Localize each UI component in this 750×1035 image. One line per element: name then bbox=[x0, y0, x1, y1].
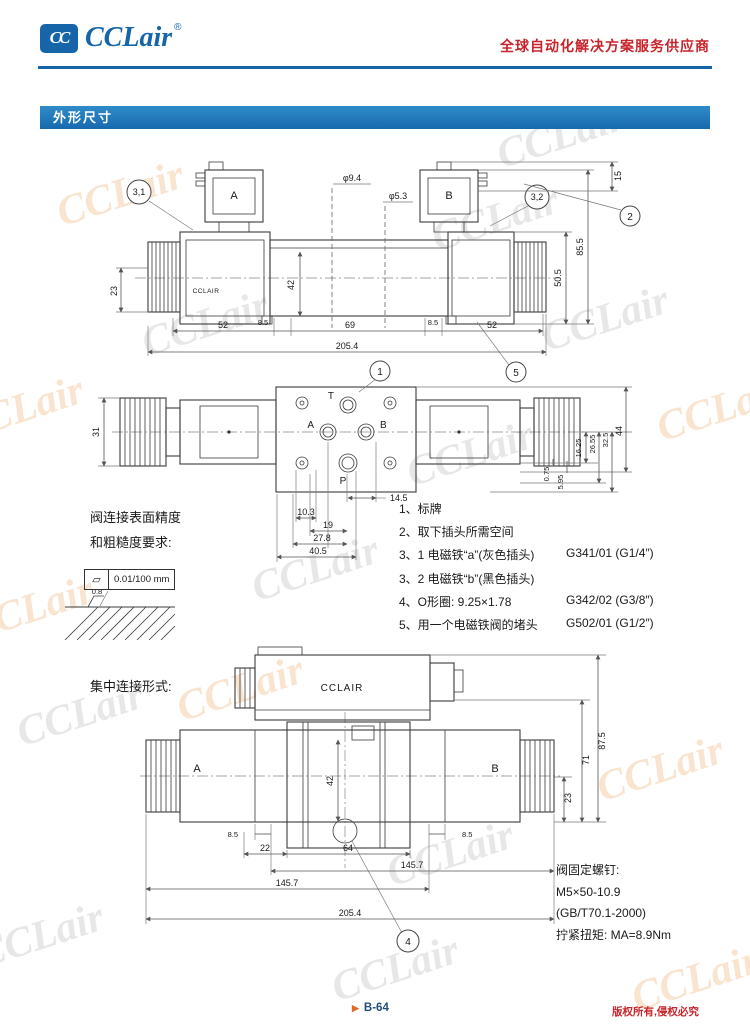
port-label-t: T bbox=[328, 391, 334, 402]
list-item: 4、O形圈: 9.25×1.78 G342/02 (G3/8″) bbox=[399, 593, 654, 616]
dim-label: 19 bbox=[323, 520, 333, 530]
balloon-label: 1 bbox=[377, 367, 383, 378]
dim-label: 50.5 bbox=[553, 269, 563, 287]
dim-label: 10.3 bbox=[297, 507, 315, 517]
note-text: 3、1 电磁铁“a”(灰色插头) bbox=[399, 548, 535, 563]
notes-list: 1、标牌 2、取下插头所需空间 3、1 电磁铁“a”(灰色插头) G341/01… bbox=[399, 500, 654, 639]
flatness-callout: ▱ 0.01/100 mm bbox=[84, 569, 176, 590]
dim-label: 8.5 bbox=[258, 318, 268, 327]
dim-label: 22 bbox=[260, 843, 270, 853]
dim-label: 14.5 bbox=[390, 493, 408, 503]
registered-mark: ® bbox=[174, 22, 182, 33]
port-label-a: A bbox=[307, 420, 314, 431]
dim-label: 31 bbox=[91, 427, 101, 437]
company-tagline: 全球自动化解决方案服务供应商 bbox=[500, 38, 710, 54]
surface-note-line1: 阀连接表面精度 bbox=[90, 510, 182, 525]
connector-a-label: A bbox=[230, 190, 238, 202]
surface-note-line2: 和粗糙度要求: bbox=[90, 535, 172, 550]
dim-label: 64 bbox=[343, 843, 353, 853]
balloon-label: 4 bbox=[405, 937, 411, 948]
dim-label: 23 bbox=[563, 793, 573, 803]
fixing-note-line3: (GB/T70.1-2000) bbox=[556, 906, 647, 920]
dim-label: 42 bbox=[286, 280, 296, 290]
dim-label: 52 bbox=[487, 320, 497, 330]
brand-logo-text: CCLair bbox=[85, 22, 173, 53]
dim-label: 26.55 bbox=[588, 435, 597, 454]
dim-label: 71 bbox=[581, 755, 591, 765]
side-view-drawing: A B CCLAIR φ9.4 φ5.3 3,1 3,2 2 5 85.5 50… bbox=[109, 161, 641, 383]
flatness-symbol-icon: ▱ bbox=[85, 570, 109, 589]
note-text: 3、2 电磁铁“b”(黑色插头) bbox=[399, 571, 535, 586]
top-view-drawing: T A B P 1 31 16.25 26.55 32.5 44 0.75 5.… bbox=[91, 360, 632, 562]
dim-label: 85.5 bbox=[575, 238, 585, 256]
dim-label: 87.5 bbox=[597, 732, 607, 750]
dim-label: 0.75 bbox=[542, 467, 551, 482]
section-title-bar: 外形尺寸 bbox=[40, 106, 710, 129]
dim-label: 69 bbox=[345, 320, 355, 330]
page-marker-icon: ▶ bbox=[352, 1002, 359, 1013]
dim-label: 40.5 bbox=[309, 546, 327, 556]
dim-label: 145.7 bbox=[276, 878, 299, 888]
page-number: ▶ B-64 bbox=[352, 1002, 389, 1014]
dim-label: φ9.4 bbox=[343, 173, 361, 183]
surface-precision-note: 阀连接表面精度 和粗糙度要求: bbox=[90, 505, 181, 555]
fixing-screw-note: 阀固定螺钉: M5×50-10.9 (GB/T70.1-2000) 拧紧扭矩: … bbox=[556, 860, 671, 946]
balloon-label: 2 bbox=[627, 212, 633, 223]
dim-label: 16.25 bbox=[574, 439, 583, 458]
brand-logo-icon: CC bbox=[40, 23, 78, 53]
dim-label: 32.5 bbox=[601, 433, 610, 448]
dim-label: 42 bbox=[325, 776, 335, 786]
page-number-text: B-64 bbox=[363, 1002, 389, 1014]
balloon-label: 3,1 bbox=[133, 187, 146, 197]
list-item: 1、标牌 bbox=[399, 500, 654, 523]
brand-text: CCLAIR bbox=[193, 288, 220, 295]
balloon-label: 3,2 bbox=[531, 192, 544, 202]
dim-label: φ5.3 bbox=[389, 191, 407, 201]
dim-label: 205.4 bbox=[336, 341, 359, 351]
dim-label: 27.8 bbox=[313, 533, 331, 543]
dim-label: 44 bbox=[614, 426, 624, 436]
header-rule bbox=[38, 66, 712, 69]
balloon-label: 5 bbox=[513, 368, 519, 379]
note-part-code: G341/01 (G1/4″) bbox=[566, 546, 654, 561]
note-part-code: G342/02 (G3/8″) bbox=[566, 592, 654, 607]
list-item: 2、取下插头所需空间 bbox=[399, 523, 654, 546]
coil-a-label: A bbox=[193, 763, 201, 775]
fixing-note-line1: 阀固定螺钉: bbox=[556, 863, 620, 877]
copyright-notice: 版权所有,侵权必究 bbox=[612, 1006, 699, 1018]
note-part-code: G502/01 (G1/2″) bbox=[566, 615, 654, 630]
note-text: 2、取下插头所需空间 bbox=[399, 525, 514, 540]
list-item: 5、用一个电磁铁阀的堵头 G502/01 (G1/2″) bbox=[399, 616, 654, 639]
centralized-connection-drawing: CCLAIR A B 42 4 87.5 71 23 8.5 8.5 bbox=[140, 646, 607, 953]
dim-label: 15 bbox=[613, 171, 623, 181]
brand-logo: CC CCLair ® bbox=[40, 22, 182, 54]
dim-label: 8.5 bbox=[428, 318, 438, 327]
dim-label: 205.4 bbox=[339, 908, 362, 918]
dim-label: 8.5 bbox=[462, 830, 472, 839]
port-label-p: P bbox=[340, 476, 347, 487]
list-item: 3、1 电磁铁“a”(灰色插头) G341/01 (G1/4″) bbox=[399, 546, 654, 569]
port-label-b: B bbox=[380, 420, 387, 431]
brand-text: CCLAIR bbox=[321, 683, 364, 694]
note-text: 5、用一个电磁铁阀的堵头 bbox=[399, 617, 538, 632]
fixing-note-line2: M5×50-10.9 bbox=[556, 884, 621, 899]
note-text: 1、标牌 bbox=[399, 502, 442, 516]
roughness-value: 0.8 bbox=[92, 587, 102, 596]
dim-label: 8.5 bbox=[228, 830, 238, 839]
dim-label: 52 bbox=[218, 320, 228, 330]
dim-label: 23 bbox=[109, 286, 119, 296]
flatness-value: 0.01/100 mm bbox=[114, 574, 170, 585]
note-text: 4、O形圈: 9.25×1.78 bbox=[399, 594, 512, 609]
surface-finish-sketch: 0.8 bbox=[64, 587, 176, 641]
coil-b-label: B bbox=[491, 763, 498, 775]
dim-label: 145.7 bbox=[401, 860, 424, 870]
connector-b-label: B bbox=[445, 190, 452, 202]
centralized-connection-label: 集中连接形式: bbox=[90, 679, 172, 694]
dim-label: 5.95 bbox=[556, 475, 565, 490]
list-item: 3、2 电磁铁“b”(黑色插头) bbox=[399, 570, 654, 593]
fixing-note-line4: 拧紧扭矩: MA=8.9Nm bbox=[556, 927, 672, 942]
